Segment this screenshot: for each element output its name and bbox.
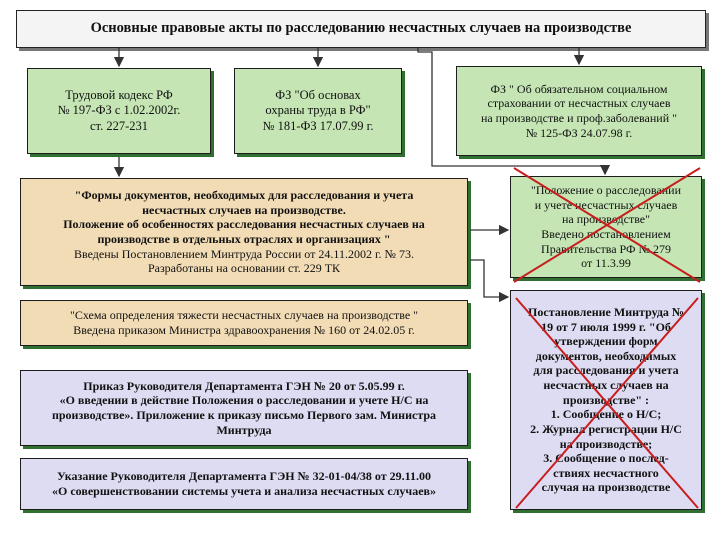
box-forms-line-5: Введены Постановлением Минтруда России о… (74, 246, 414, 261)
box-fz-125: ФЗ " Об обязательном социальном страхова… (456, 66, 702, 156)
box-regulation-279-line-4: Введено постановлением (541, 227, 671, 241)
cross-out-regulation-b (513, 167, 701, 283)
box-regulation-279-line-1: "Положение о расследовании (530, 183, 682, 198)
box-instruction-32-line-1: Указание Руководителя Департамента ГЭН №… (56, 469, 432, 484)
box-mintrud-19-item-1: 1. Сообщение о Н/С; (550, 407, 662, 422)
cross-out-mintrud-b (515, 297, 699, 509)
box-order-20-line-3: производстве». Приложение к приказу пись… (51, 408, 437, 422)
box-fz-181: ФЗ "Об основах охраны труда в РФ" № 181-… (234, 68, 402, 154)
box-forms-line-4: производстве в отдельных отраслях и орга… (97, 232, 391, 246)
box-mintrud-19-item-5: ствиях несчастного (553, 465, 659, 480)
box-instruction-32-line-2: «О совершенствовании системы учета и ана… (52, 484, 436, 498)
box-fz-181-line-1: ФЗ "Об основах (275, 88, 361, 103)
box-forms-line-2: несчастных случаев на производстве. (142, 202, 346, 217)
box-regulation-279-line-2: и учете несчастных случаев (534, 197, 678, 212)
box-labor-code: Трудовой кодекс РФ № 197-ФЗ с 1.02.2002г… (27, 68, 211, 154)
box-mintrud-19-line-6: несчастных случаев на (543, 378, 669, 393)
box-regulation-279: "Положение о расследовании и учете несча… (510, 176, 702, 278)
box-order-20-line-2: «О введении в действие Положения о рассл… (59, 393, 429, 408)
box-fz-181-line-2: охраны труда в РФ" (265, 103, 371, 118)
page-title-text: Основные правовые акты по расследованию … (90, 20, 632, 37)
connector-title-to-right-column (417, 48, 611, 176)
box-mintrud-19-line-5: для расследования и учета (533, 363, 679, 378)
box-mintrud-19-line-4: документов, необходимых (535, 348, 677, 363)
box-forms-documents: "Формы документов, необходимых для рассл… (20, 178, 468, 286)
box-fz-125-line-4: № 125-ФЗ 24.07.98 г. (525, 125, 633, 140)
box-mintrud-19-line-7: производстве" : (562, 392, 650, 407)
box-forms-line-3: Положение об особенностях расследования … (63, 217, 425, 232)
box-fz-125-line-2: страховании от несчастных случаев (487, 96, 671, 111)
box-fz-125-line-1: ФЗ " Об обязательном социальном (490, 81, 668, 96)
box-gen-order-20: Приказ Руководителя Департамента ГЭН № 2… (20, 370, 468, 446)
page-title: Основные правовые акты по расследованию … (16, 10, 706, 48)
box-labor-code-line-2: № 197-ФЗ с 1.02.2002г. (57, 103, 181, 118)
box-order-20-line-4: Минтруда (216, 422, 272, 437)
box-mintrud-19-item-3: на производстве; (559, 436, 653, 451)
box-labor-code-line-1: Трудовой кодекс РФ (65, 88, 173, 103)
box-severity-scheme: "Схема определения тяжести несчастных сл… (20, 300, 468, 346)
box-fz-181-line-3: № 181-ФЗ 17.07.99 г. (262, 118, 374, 133)
box-mintrud-19-line-1: Постановление Минтруда № (528, 304, 684, 319)
box-labor-code-line-3: ст. 227-231 (90, 118, 148, 133)
box-severity-line-2: Введена приказом Министра здравоохранени… (73, 323, 415, 337)
box-mintrud-19-item-6: случая на производстве (541, 480, 671, 495)
box-fz-125-line-3: на производстве и проф.заболеваний " (480, 111, 678, 125)
box-regulation-279-line-3: на производстве" (561, 212, 651, 227)
box-order-20-line-1: Приказ Руководителя Департамента ГЭН № 2… (83, 378, 405, 393)
box-forms-line-1: "Формы документов, необходимых для рассл… (74, 188, 414, 203)
box-forms-line-6: Разработаны на основании ст. 229 ТК (147, 261, 341, 276)
connector-forms-to-mintrud (470, 259, 510, 303)
box-regulation-279-line-6: от 11.3.99 (581, 256, 631, 271)
box-mintrud-19-line-2: 19 от 7 июля 1999 г. "Об (541, 319, 671, 334)
box-mintrud-19-line-3: утверждении форм (554, 334, 658, 349)
box-mintrud-19-item-2: 2. Журнал регистрации Н/С (530, 421, 682, 436)
box-severity-line-1: "Схема определения тяжести несчастных сл… (69, 308, 419, 323)
box-mintrud-19-item-4: 3. Сообщение о послед- (543, 451, 669, 466)
box-gen-instruction-32: Указание Руководителя Департамента ГЭН №… (20, 458, 468, 510)
